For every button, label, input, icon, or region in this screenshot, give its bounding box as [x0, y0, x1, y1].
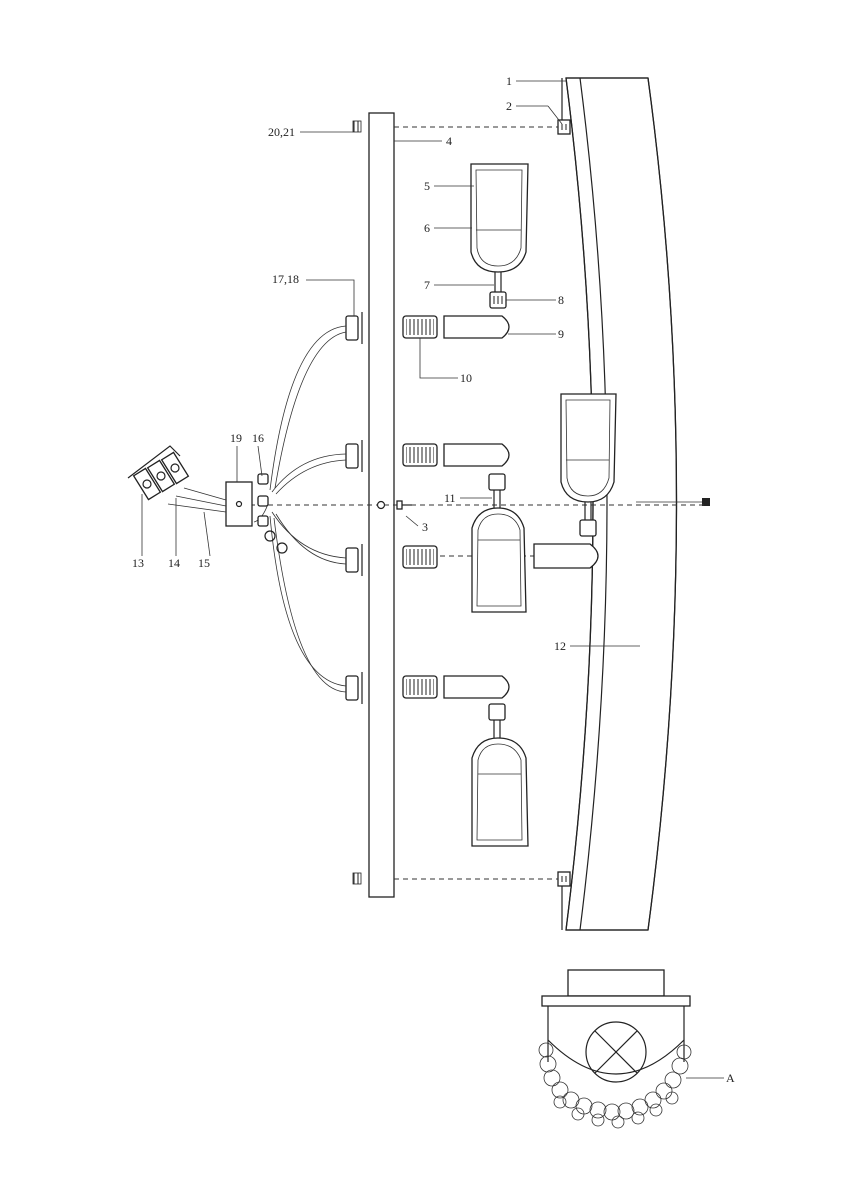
leader-lines — [141, 80, 724, 1079]
bulb-row-1 — [402, 315, 510, 339]
label-2: 2 — [506, 99, 512, 113]
label-11: 11 — [444, 491, 456, 505]
label-6: 6 — [424, 221, 430, 235]
label-19: 19 — [230, 431, 242, 445]
bulb-row-2 — [402, 443, 510, 467]
light-module-center — [471, 473, 527, 613]
junction-box — [225, 473, 269, 527]
light-module-right — [560, 393, 617, 537]
label-15: 15 — [198, 556, 210, 570]
callout-labels: 1 2 3 4 5 6 7 8 9 10 11 12 13 14 15 16 1… — [132, 74, 735, 1085]
label-20-21: 20,21 — [268, 125, 295, 139]
label-14: 14 — [168, 556, 180, 570]
label-7: 7 — [424, 278, 430, 292]
label-16: 16 — [252, 431, 264, 445]
bulb-row-3 — [402, 543, 599, 569]
detail-view-a — [538, 969, 692, 1129]
label-5: 5 — [424, 179, 430, 193]
label-9: 9 — [558, 327, 564, 341]
mounting-plate — [368, 112, 395, 898]
screw-3 — [396, 500, 412, 510]
label-8: 8 — [558, 293, 564, 307]
label-a: A — [726, 1071, 735, 1085]
label-17-18: 17,18 — [272, 272, 299, 286]
crystal-shade — [565, 77, 710, 931]
label-4: 4 — [446, 134, 452, 148]
center-clip-icon — [702, 498, 710, 506]
terminal-block — [127, 445, 227, 513]
bulb-row-4 — [402, 675, 510, 699]
light-module-top — [470, 163, 529, 309]
label-12: 12 — [554, 639, 566, 653]
label-13: 13 — [132, 556, 144, 570]
label-3: 3 — [422, 520, 428, 534]
frame-bracket — [557, 78, 571, 930]
label-10: 10 — [460, 371, 472, 385]
nuts-20-21 — [352, 120, 362, 885]
lamp-holders-17-18 — [345, 312, 363, 704]
label-1: 1 — [506, 74, 512, 88]
wiring-harness — [253, 325, 347, 693]
light-module-bottom — [471, 703, 529, 847]
